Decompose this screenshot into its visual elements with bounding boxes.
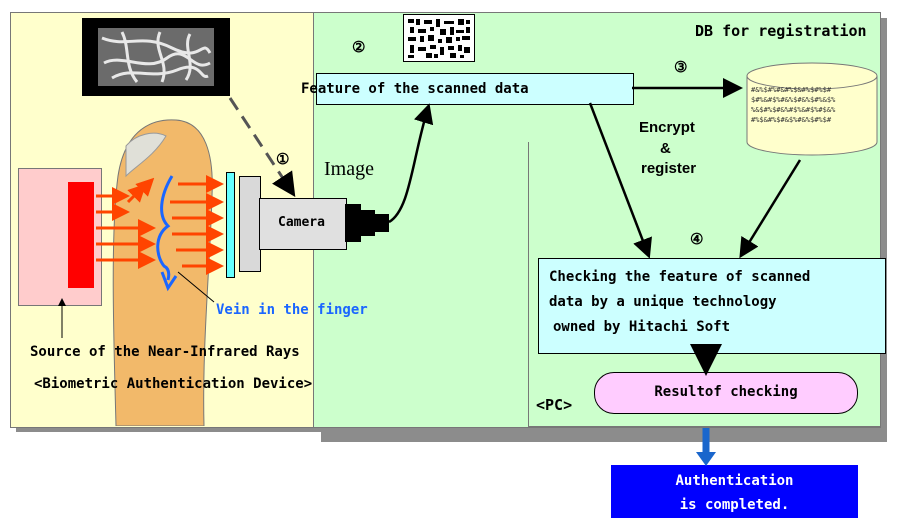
device-label: <Biometric Authentication Device> — [34, 376, 313, 392]
pc-label: <PC> — [536, 396, 573, 414]
ampersand-label: & — [660, 140, 671, 157]
encrypt-label: Encrypt — [639, 119, 695, 136]
image-to-camera-arrow — [228, 97, 296, 198]
camera-back-1 — [345, 204, 361, 242]
result-to-auth-arrowhead — [696, 452, 716, 466]
checking-line-2: data by a unique technology — [549, 294, 777, 310]
pc-panel-divider — [528, 142, 529, 426]
camera-back-3 — [375, 214, 389, 232]
infrared-rays-right — [170, 175, 224, 275]
vein-pointer — [177, 271, 215, 303]
checking-line-3: owned by Hitachi Soft — [553, 319, 731, 335]
vein-label: Vein in the finger — [216, 302, 368, 318]
infrared-rays-left — [96, 177, 156, 269]
result-box: Resultof checking — [594, 372, 858, 414]
svg-text:#&%$#%#&#%$&#%$#%$#: #&%$#%#&#%$&#%$#%$# — [751, 86, 832, 94]
step-4-label: ④ — [690, 230, 704, 248]
auth-line-1: Authentication — [675, 473, 794, 489]
camera-label: Camera — [278, 215, 325, 230]
camera-to-feature-arrow — [388, 103, 434, 224]
camera-back-2 — [361, 210, 375, 236]
step-3-label: ③ — [674, 58, 688, 76]
step-2-label: ② — [352, 38, 366, 56]
svg-text:$#%&#$%#&%$#&%$#%&$%: $#%&#$%#&%$#&%$#%&$% — [751, 96, 836, 104]
checking-line-1: Checking the feature of scanned — [549, 269, 811, 285]
svg-text:%&$#%$#&%#$%&#$%#$&%: %&$#%$#&%#$%&#$%#$&% — [751, 106, 836, 114]
register-label: register — [641, 160, 697, 177]
infrared-emitter — [68, 182, 94, 288]
vein-image-icon — [82, 18, 230, 96]
auth-box: Authentication is completed. — [611, 465, 858, 518]
feature-to-check-arrow — [588, 102, 652, 259]
feature-box-label: Feature of the scanned data — [301, 81, 529, 97]
camera-icon: Camera — [259, 198, 347, 250]
db-to-check-arrow — [739, 159, 802, 259]
feature-box: Feature of the scanned data — [301, 73, 634, 105]
image-label: Image — [324, 158, 374, 180]
auth-line-2: is completed. — [679, 497, 790, 513]
database-cylinder-icon: #&%$#%#&#%$&#%$#%$# $#%&#$%#&%$#&%$#%&$%… — [745, 62, 879, 158]
db-title: DB for registration — [695, 22, 867, 40]
source-label: Source of the Near-Infrared Rays — [30, 344, 300, 360]
step-1-label: ① — [276, 150, 290, 168]
checking-box: Checking the feature of scanned data by … — [538, 258, 886, 354]
svg-text:#%$&#%$#&$%#&%$#%$#: #%$&#%$#&$%#&%$#%$# — [751, 116, 832, 124]
qr-pattern-icon — [403, 14, 475, 62]
filter-plate — [226, 172, 235, 278]
result-label: Resultof checking — [654, 384, 798, 400]
